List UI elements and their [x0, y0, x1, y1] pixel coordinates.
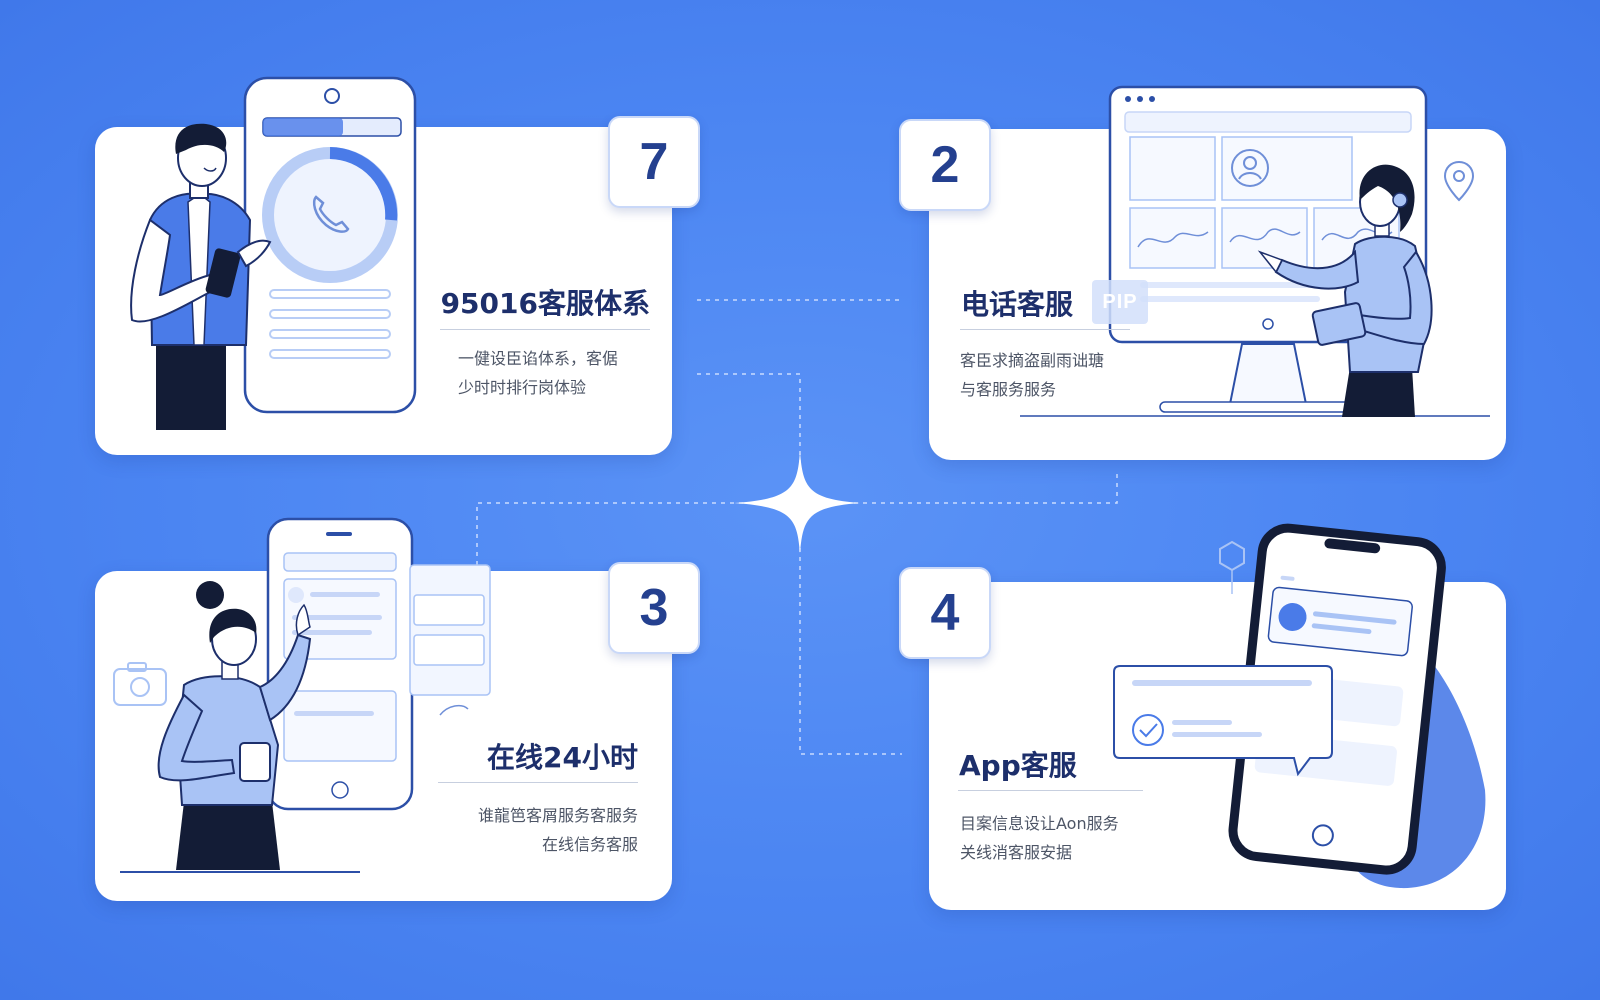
card-number-badge: 4: [899, 567, 991, 659]
card-divider: [960, 329, 1130, 330]
card-title: 在线24小时: [487, 741, 638, 774]
location-pin-icon: [1443, 160, 1475, 202]
card-title: 95016客服体系: [440, 287, 650, 320]
card-description-line: 客臣求摘盗副雨诎瑭: [960, 351, 1105, 370]
card-description: 谁龍笆客屑服务客服务 在线信务客服: [478, 801, 638, 859]
card-description-line: 关线消客服安据: [960, 843, 1073, 862]
check-icon: [1132, 714, 1164, 746]
camera-icon: [113, 662, 167, 706]
card-title: 电话客服: [961, 288, 1074, 321]
phone-icon: [312, 195, 350, 233]
hexagon-icon: [1219, 540, 1245, 594]
illustration-phone-agent: [130, 76, 417, 430]
card-description-line: 与客服务服务: [960, 380, 1057, 399]
card-number-badge: 3: [608, 562, 700, 654]
card-description-line: 在线信务客服: [541, 835, 638, 854]
illustration-online-agent: [113, 517, 491, 873]
card-divider: [440, 329, 650, 330]
card-description: 目案信息设让Aon服务 关线消客服安据: [960, 809, 1119, 867]
card-divider: [958, 790, 1143, 791]
title-tag: PIP: [1092, 280, 1148, 324]
illustration-app-phone: [1113, 523, 1486, 889]
card-description-line: 谁龍笆客屑服务客服务: [477, 806, 638, 825]
sparkle-icon: [734, 452, 860, 553]
card-number-badge: 2: [899, 119, 991, 211]
card-title: App客服: [959, 749, 1077, 782]
card-divider: [438, 782, 638, 783]
user-icon: [1231, 149, 1269, 187]
card-description: 一健设臣谄体系，客倨 少时时排行岗体验: [458, 344, 618, 402]
card-description-line: 一健设臣谄体系，客倨: [458, 349, 619, 368]
card-number-badge: 7: [608, 116, 700, 208]
card-description: 客臣求摘盗副雨诎瑭 与客服务服务: [960, 346, 1104, 404]
card-description-line: 目案信息设让Aon服务: [960, 814, 1119, 833]
card-description-line: 少时时排行岗体验: [458, 378, 587, 397]
illustration-monitor-agent: [1020, 85, 1490, 417]
